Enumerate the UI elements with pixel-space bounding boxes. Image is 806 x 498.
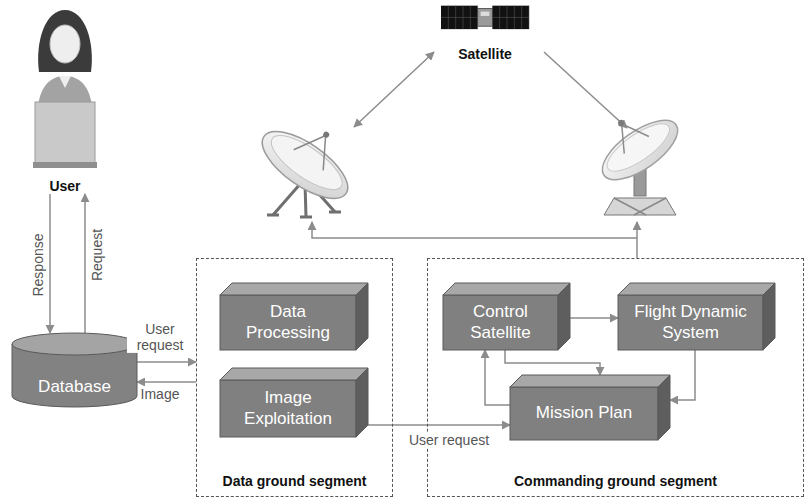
text-holder: Commanding ground segment — [428, 473, 803, 489]
satellite-icon: Satellite — [420, 2, 550, 62]
feed-line — [312, 222, 637, 238]
edge-label: Request — [89, 227, 105, 283]
flow-arrow — [670, 350, 695, 400]
text-holder: Control Satellite — [443, 295, 558, 350]
text-holder: Mission Plan — [510, 387, 658, 440]
database-cylinder: Database — [12, 333, 137, 407]
group-title: Data ground segment — [197, 473, 392, 489]
radio-link — [544, 52, 627, 128]
process-label: Mission Plan — [536, 403, 632, 423]
radio-link — [354, 52, 434, 127]
edge-label: User request — [407, 432, 491, 448]
satellite-icon-shape — [420, 2, 550, 46]
dish-antenna — [252, 104, 369, 217]
satellite-label: Satellite — [455, 46, 515, 62]
process-box: Mission Plan — [510, 375, 670, 440]
text-holder: Data ground segment — [197, 473, 392, 489]
user-icon-shape — [30, 2, 100, 172]
flow-arrow — [505, 350, 600, 375]
flow-arrow — [49, 194, 51, 333]
text-holder: Satellite — [420, 46, 550, 62]
flow-arrow — [137, 361, 196, 363]
process-label: Flight Dynamic System — [626, 302, 755, 343]
flow-arrow — [137, 381, 196, 383]
text-holder: Data Processing — [220, 295, 356, 350]
process-box: Control Satellite — [443, 283, 570, 350]
text-holder: Database — [12, 377, 137, 397]
feed-line — [636, 222, 638, 258]
text-holder: Flight Dynamic System — [618, 295, 763, 350]
edge-label: Image — [139, 386, 182, 402]
edge-label: Response — [30, 231, 46, 298]
flow-arrow — [84, 194, 86, 333]
dish-antenna — [583, 95, 687, 215]
user-icon: User — [30, 2, 100, 194]
process-box: Image Exploitation — [220, 368, 368, 437]
process-box: Flight Dynamic System — [618, 283, 775, 350]
flow-arrow — [485, 350, 510, 405]
actor-label: User — [30, 178, 100, 194]
database-label: Database — [12, 377, 137, 397]
segment-group: Commanding ground segment Control Satelli… — [427, 258, 804, 497]
group-title: Commanding ground segment — [428, 473, 803, 489]
process-box: Data Processing — [220, 283, 368, 350]
process-label: Data Processing — [238, 302, 338, 343]
text-holder: Image Exploitation — [220, 380, 356, 437]
flow-arrow — [570, 317, 618, 319]
flow-arrow — [368, 424, 510, 426]
segment-group: Data ground segment Data ProcessingImage … — [196, 258, 393, 497]
process-label: Image Exploitation — [238, 388, 338, 429]
text-holder: User — [30, 178, 100, 194]
process-label: Control Satellite — [457, 302, 544, 343]
